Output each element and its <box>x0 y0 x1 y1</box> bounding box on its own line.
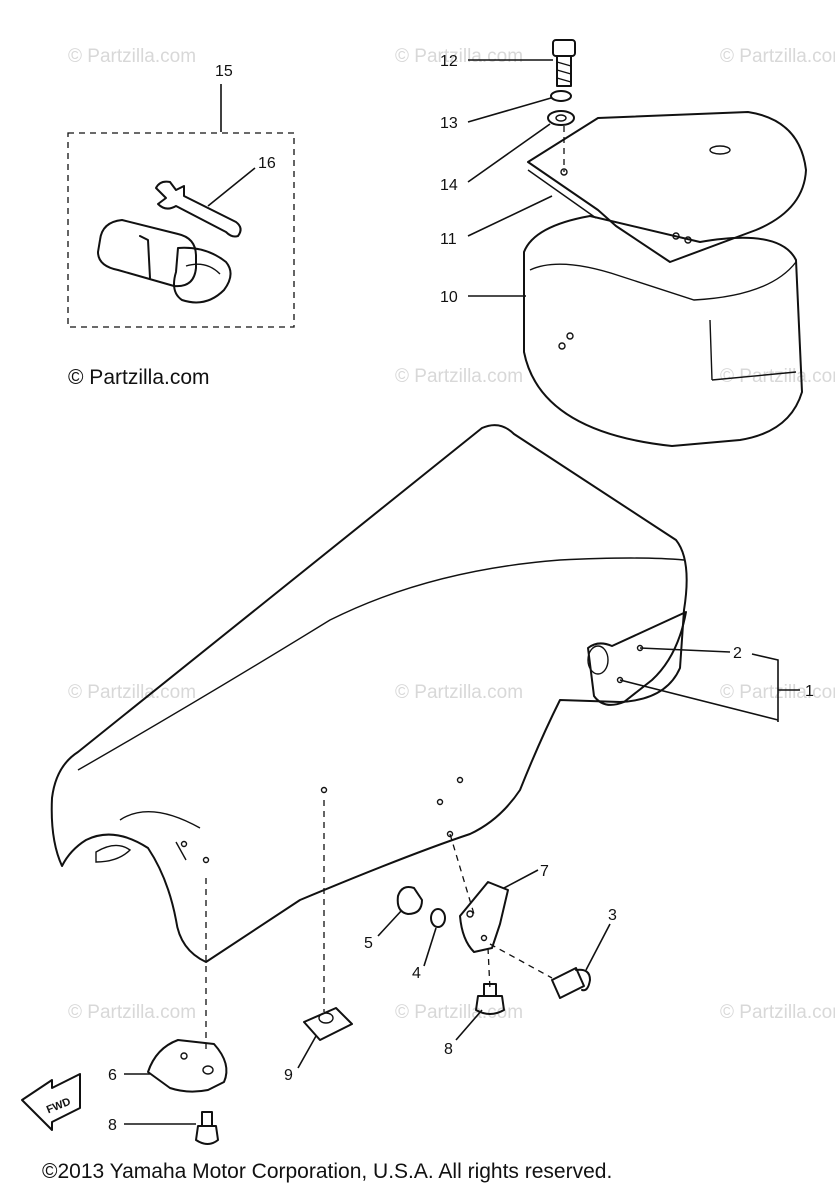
leader-4 <box>423 927 437 967</box>
callout-5: 5 <box>364 935 373 952</box>
callout-8a: 8 <box>108 1117 117 1134</box>
callout-13: 13 <box>440 115 458 132</box>
hinge-7 <box>459 881 509 953</box>
callout-6: 6 <box>108 1067 117 1084</box>
watermark: © Partzilla.com <box>720 366 835 387</box>
assembly-line <box>489 943 553 979</box>
partzilla-credit: © Partzilla.com <box>68 366 210 389</box>
assembly-line <box>449 833 475 915</box>
callout-1: 1 <box>805 683 814 700</box>
callout-8b: 8 <box>444 1041 453 1058</box>
nut-9 <box>303 1007 353 1041</box>
seat <box>50 424 688 963</box>
leader-14 <box>467 123 551 183</box>
callout-12: 12 <box>440 53 458 70</box>
leader-13 <box>467 97 552 123</box>
spanner <box>155 180 242 238</box>
callout-14: 14 <box>440 177 458 194</box>
watermark: © Partzilla.com <box>68 46 196 67</box>
callout-10: 10 <box>440 289 458 306</box>
leader-2a <box>639 647 731 653</box>
callout-9: 9 <box>284 1067 293 1084</box>
bolt-8b <box>475 983 505 1015</box>
seat-strap-2 <box>587 611 687 706</box>
tool-bag <box>97 219 232 304</box>
tool-kit-group: 15 16 <box>67 63 295 328</box>
leader-16 <box>207 167 256 207</box>
cap-5 <box>396 886 423 915</box>
callout-2: 2 <box>733 645 742 662</box>
callout-16: 16 <box>258 155 276 172</box>
bolt-8a <box>195 1111 219 1145</box>
watermark: © Partzilla.com <box>395 1002 523 1023</box>
tool-kit-box <box>67 132 295 328</box>
leader-2b <box>619 679 779 721</box>
watermark: © Partzilla.com <box>720 1002 835 1023</box>
watermark: © Partzilla.com <box>68 682 196 703</box>
leader-11 <box>467 195 553 237</box>
bolt-3 <box>551 967 591 999</box>
leader-9 <box>297 1035 317 1069</box>
watermark: © Partzilla.com <box>68 1002 196 1023</box>
washer-13 <box>550 90 572 102</box>
leader-5 <box>377 909 403 937</box>
watermark: © Partzilla.com <box>395 682 523 703</box>
washer-4 <box>430 908 446 928</box>
callout-11: 11 <box>440 231 457 248</box>
watermarks: © Partzilla.com © Partzilla.com © Partzi… <box>68 46 835 1023</box>
callout-3: 3 <box>608 907 617 924</box>
callout-15: 15 <box>215 63 233 80</box>
leader-8b <box>455 1009 483 1041</box>
callout-7: 7 <box>540 863 549 880</box>
bracket-1 <box>751 653 779 722</box>
fwd-arrow: FWD <box>21 1073 81 1131</box>
leader-7 <box>503 869 539 889</box>
bracket-6 <box>147 1039 228 1093</box>
washer-14 <box>547 110 575 126</box>
bolt-12 <box>552 39 576 87</box>
watermark: © Partzilla.com <box>720 46 835 67</box>
copyright-notice: ©2013 Yamaha Motor Corporation, U.S.A. A… <box>42 1160 613 1183</box>
watermark: © Partzilla.com <box>395 46 523 67</box>
plate-11 <box>527 111 807 263</box>
cover-10 <box>523 215 803 447</box>
callout-4: 4 <box>412 965 421 982</box>
leader-3 <box>585 923 611 971</box>
watermark: © Partzilla.com <box>395 366 523 387</box>
